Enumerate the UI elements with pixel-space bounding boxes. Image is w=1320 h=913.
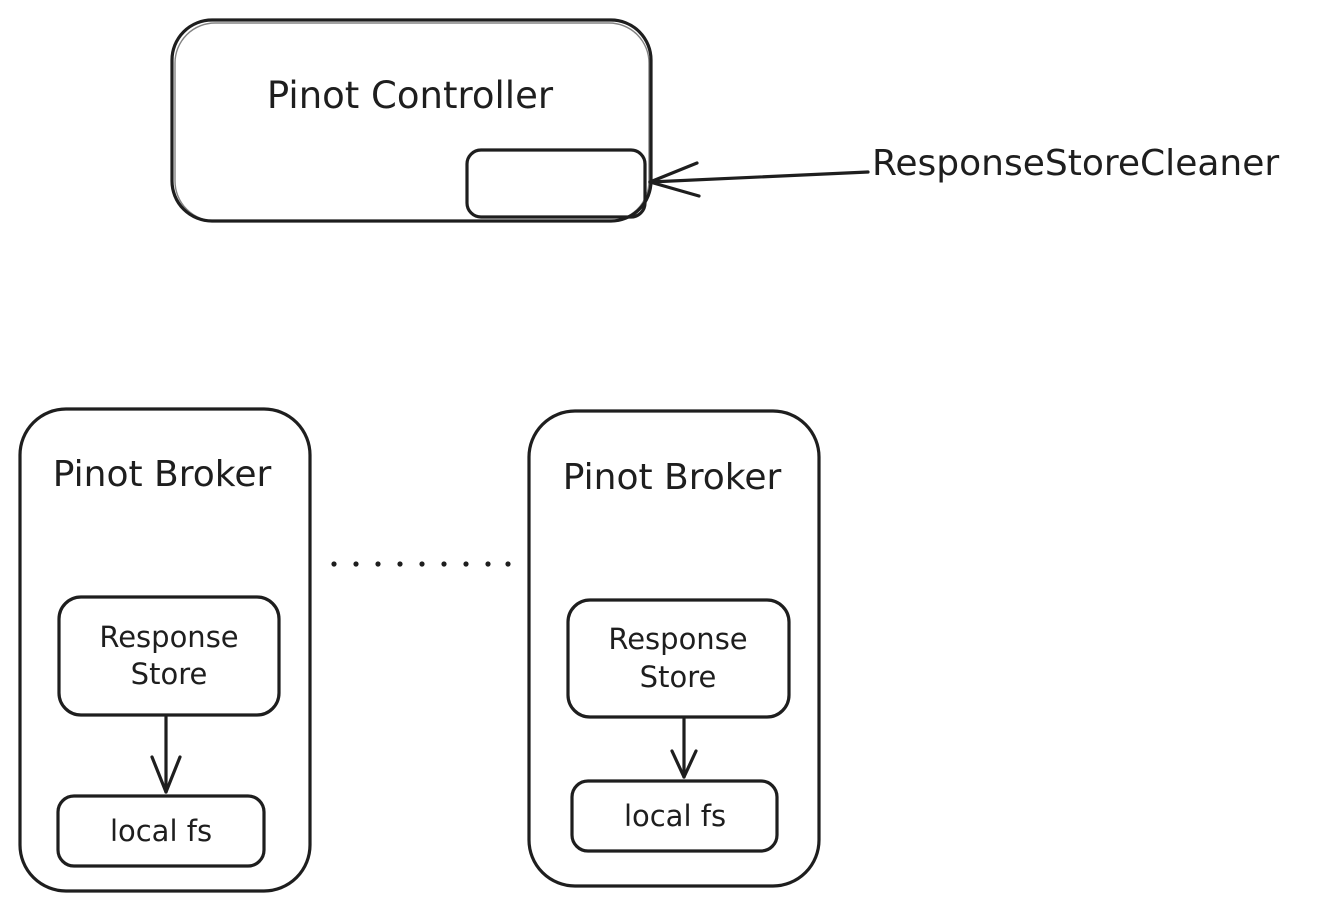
broker-2-box <box>527 409 821 888</box>
broker-2-response-store-label-line1: Response <box>608 622 747 656</box>
broker-1-box <box>18 407 312 893</box>
dotted-separator <box>331 561 511 567</box>
controller-box <box>170 18 653 223</box>
broker-2-local-fs-label: local fs <box>624 799 726 833</box>
broker-2-response-store-box <box>566 598 791 719</box>
broker-1-response-store-label-line2: Store <box>131 657 208 691</box>
cleaner-arrow-line <box>648 170 870 184</box>
broker-1-response-store-label-line1: Response <box>99 620 238 654</box>
broker-1-local-fs-label: local fs <box>110 814 212 848</box>
cleaner-arrow <box>648 161 870 198</box>
broker-1-title: Pinot Broker <box>53 454 272 495</box>
controller-title: Pinot Controller <box>267 74 554 117</box>
controller-inner-box <box>465 148 647 219</box>
broker-2-local-fs-box <box>570 779 779 853</box>
broker-2-title: Pinot Broker <box>563 457 782 498</box>
cleaner-arrow-head <box>648 161 701 198</box>
broker-2-response-store-label-line2: Store <box>640 660 717 694</box>
controller-box-sketch <box>174 22 650 222</box>
broker-1: Pinot Broker Response Store local fs <box>18 407 312 893</box>
broker-2: Pinot Broker Response Store local fs <box>527 409 821 888</box>
broker-1-store-to-fs-arrowhead <box>150 755 182 794</box>
broker-2-store-to-fs-arrowhead <box>670 749 698 779</box>
broker-1-local-fs-box <box>56 794 266 868</box>
broker-1-response-store-box <box>57 595 281 717</box>
controller-node: Pinot Controller <box>170 18 653 223</box>
cleaner-label: ResponseStoreCleaner <box>872 143 1279 184</box>
